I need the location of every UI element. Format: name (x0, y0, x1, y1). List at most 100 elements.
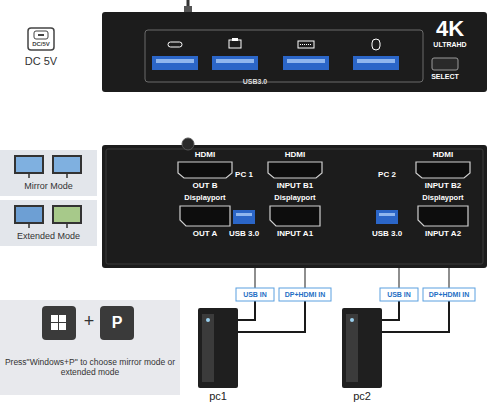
back-panel-body (102, 145, 487, 268)
pc-tower: pc2 (342, 308, 382, 388)
monitor-symbol (54, 157, 80, 172)
pc-tower-body (206, 318, 210, 322)
mode-panel: Extended Mode (0, 200, 97, 246)
pc-tower: pc1 (198, 308, 238, 388)
pc-tower-body (198, 308, 382, 388)
monitor-symbol (16, 157, 42, 172)
windows-key (51, 323, 58, 330)
pc-tower-body (342, 308, 382, 388)
monitor-symbol (14, 205, 44, 224)
device-icon (232, 38, 238, 41)
monitor-symbol (28, 224, 30, 228)
cable (238, 301, 305, 332)
displayport-port: DisplayportINPUT A1 (270, 206, 320, 226)
back-panel: PC 1PC 2HDMIOUT BDisplayportOUT AUSB 3.0… (102, 145, 487, 268)
brand-logo: 4K (420, 16, 480, 41)
port-tag: USB IN (236, 288, 274, 301)
instruction-panel-body (0, 300, 180, 395)
monitor-symbol (66, 174, 68, 178)
mode-label: Extended Mode (0, 231, 97, 241)
port-tag: USB IN (380, 288, 418, 301)
mode-panel: Mirror Mode (0, 150, 97, 196)
monitor-symbol (52, 205, 82, 224)
monitor-symbol (52, 155, 82, 174)
usb-port-symbol (283, 56, 329, 70)
windows-key (59, 315, 66, 322)
dc-power-icon: DC/5VDC 5V (28, 28, 54, 50)
back-panel-body (182, 138, 194, 150)
port-label: USB 3.0 (219, 229, 269, 238)
cable (382, 301, 399, 320)
device-icon (229, 40, 241, 48)
port-label: INPUT B1 (260, 181, 330, 190)
pc-label: pc2 (332, 390, 392, 403)
port-label: INPUT B2 (408, 181, 478, 190)
port-label: INPUT A1 (260, 229, 330, 238)
device-icon (298, 41, 314, 48)
windows-key (51, 315, 58, 322)
usb-port-symbol (287, 59, 325, 63)
dc-power-icon-body (38, 34, 44, 36)
usb-port-symbol (156, 59, 194, 63)
front-panel: 4KULTRAHDUSB3.0SELECT (102, 12, 487, 92)
power-cable (184, 6, 192, 12)
usb-port-symbol (357, 59, 395, 63)
port-tag-body (380, 288, 418, 301)
dc-power-icon-body (28, 28, 54, 50)
cable (382, 301, 449, 332)
displayport-symbol (418, 206, 468, 226)
port-label: Displayport (408, 194, 478, 203)
pc-tower-body (346, 314, 358, 382)
hdmi-port: HDMIINPUT B1 (268, 162, 322, 178)
monitor-symbol (14, 155, 82, 228)
usb-port-symbol (353, 56, 399, 70)
device-icon (300, 44, 312, 45)
icon-label: DC/5V (28, 41, 54, 48)
port-label: USB 3.0 (362, 229, 412, 238)
key-cap-body (100, 306, 134, 340)
monitor-symbol (14, 155, 44, 174)
usb-port-symbol (152, 56, 198, 70)
front-panel-body (145, 30, 423, 82)
back-panel-body (106, 149, 483, 264)
port-tag: DP+HDMI IN (423, 288, 475, 301)
port-label: HDMI (170, 150, 240, 159)
port-tag-body (423, 288, 475, 301)
usb-port-symbol (236, 213, 252, 216)
port-label: HDMI (260, 150, 330, 159)
port-label: OUT B (170, 181, 240, 190)
instruction-panel-body (0, 300, 180, 395)
usb-port-symbol (216, 59, 254, 63)
port-label: Displayport (170, 194, 240, 203)
dc-power-icon-body (28, 28, 54, 50)
instruction-text: Press"Windows+P" to choose mirror mode o… (4, 358, 176, 378)
windows-key (59, 323, 66, 330)
device-icon (168, 42, 182, 47)
power-cable (184, 0, 192, 12)
key-cap-body (100, 306, 134, 340)
monitor-symbol (66, 224, 68, 228)
port-label: Displayport (260, 194, 330, 203)
plus-sign: + (78, 311, 100, 332)
monitor-symbol (16, 207, 42, 222)
power-label: DC 5V (14, 55, 68, 68)
usb-port-symbol (379, 213, 395, 216)
tag-label: USB IN (380, 291, 418, 299)
tag-label: USB IN (236, 291, 274, 299)
usb-port-symbol (233, 210, 398, 224)
port-label: USB3.0 (215, 78, 295, 86)
pc-tower-body (198, 308, 238, 388)
monitor-symbol (54, 207, 80, 222)
pc-tower-body (202, 314, 214, 382)
tag-label: DP+HDMI IN (279, 291, 331, 299)
port-tag-body (236, 288, 475, 301)
hdmi-port: HDMIINPUT B2 (416, 162, 470, 178)
back-panel-body (102, 138, 487, 268)
mode-panel-body (0, 150, 97, 246)
mode-panel-body (0, 150, 97, 196)
mode-panel-body (0, 200, 97, 246)
usb-port-symbol (152, 56, 399, 70)
usb-port-symbol (233, 210, 255, 224)
